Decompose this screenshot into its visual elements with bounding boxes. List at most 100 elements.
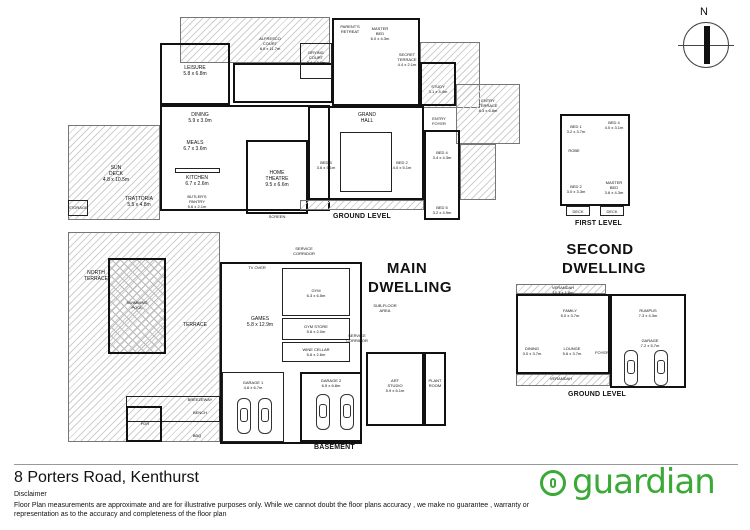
car-icon <box>258 398 272 434</box>
property-address: 8 Porters Road, Kenthurst <box>14 469 199 486</box>
second-dwelling-label: SECOND DWELLING <box>562 241 646 277</box>
room-label-gl-lounge: LOUNGE 5.6 x 3.7m <box>562 346 582 356</box>
room-label-gym: GYM 6.3 x 6.5m <box>306 288 326 298</box>
garage-1 <box>222 372 284 442</box>
room-label-gl-verandah2: VERANDAH <box>549 376 573 381</box>
gl-main-block <box>516 294 610 374</box>
kitchen-bench <box>175 168 220 173</box>
room-label-master: MASTER BED 6.0 x 4.3m <box>370 26 390 41</box>
room-label-garage2: GARAGE 2 6.5 x 6.8m <box>320 378 342 388</box>
room-label-butlers: BUTLER'S PANTRY 5.6 x 2.1m <box>187 194 207 209</box>
study-room <box>420 62 456 106</box>
room-label-dining: DINING 5.9 x 3.0m <box>188 112 212 124</box>
room-label-north-terrace: NORTH TERRACE <box>84 270 108 282</box>
bedroom-terrace <box>460 144 496 200</box>
room-label-bed4: BED 4 3.4 x 4.3m <box>432 150 452 160</box>
room-label-gl-garage: GARAGE 7.2 x 5.7m <box>640 338 660 348</box>
keyhole-logo-icon <box>540 470 566 496</box>
room-label-entry-terrace: ENTRY TERRACE 8.3 x 6.8m <box>478 98 498 113</box>
room-label-gl-rumpus: RUMPUS 7.3 x 4.3m <box>638 308 658 318</box>
car-icon <box>624 350 638 386</box>
room-label-pdr: PDR <box>140 421 150 426</box>
disclaimer-text: Floor Plan measurements are approximate … <box>14 502 530 518</box>
room-label-garage1: GARAGE 1 4.6 x 6.7m <box>242 380 264 390</box>
room-label-leisure: LEISURE 5.8 x 6.8m <box>183 65 207 77</box>
first-level-block <box>560 114 630 206</box>
room-label-games: GAMES 5.8 x 12.9m <box>246 316 274 328</box>
gym-room <box>282 268 350 316</box>
room-label-alfresco: ALFRESCO COURT 8.0 x 11.7m <box>259 36 281 51</box>
room-label-fl-bed1: BED 1 3.2 x 3.7m <box>566 124 586 134</box>
room-label-sun-deck: SUN DECK 4.8 x 10.5m <box>102 165 130 183</box>
main-dwelling-label: MAIN DWELLING <box>368 260 452 296</box>
room-label-bbq: BBQ <box>192 433 202 438</box>
basement-label: BASEMENT <box>314 444 355 451</box>
room-label-sub-floor: SUB-FLOOR AREA <box>373 303 397 313</box>
room-label-gl-verandah: VERANDAH 10.3 x 1.8m <box>551 285 575 295</box>
pdr-room <box>126 406 162 442</box>
room-label-terrace: TERRACE <box>183 322 207 328</box>
room-label-bed5: BED 5 3.2 x 4.9m <box>432 205 452 215</box>
home-theatre-room <box>246 140 308 214</box>
first-level-label: FIRST LEVEL <box>575 220 622 227</box>
compass-north-label: N <box>700 6 708 18</box>
room-label-pool: SWIMMING POOL <box>126 300 148 310</box>
front-verandah <box>300 200 424 210</box>
bedroom-wing <box>308 106 424 200</box>
room-label-secret-terrace: SECRET TERRACE 4.4 x 2.1m <box>397 52 417 67</box>
room-label-gl-foyer: FOYER <box>595 350 609 355</box>
room-label-art-studio: ART STUDIO 5.9 x 6.1m <box>385 378 405 393</box>
storage-room <box>68 200 88 216</box>
room-label-bed3: BED 3 3.6 x 5.1m <box>316 160 336 170</box>
main-living-block <box>160 105 330 211</box>
north-compass: N <box>678 6 734 68</box>
sun-deck <box>68 125 160 220</box>
room-label-parents: PARENT'S RETREAT <box>340 24 360 34</box>
room-label-fl-robe: ROBE <box>568 148 580 153</box>
room-label-theatre: HOME THEATRE 9.5 x 6.6m <box>265 170 289 188</box>
floor-plan: LEISURE 5.8 x 6.8m ALFRESCO COURT 8.0 x … <box>68 6 734 451</box>
car-icon <box>654 350 668 386</box>
disclaimer-title: Disclaimer <box>14 491 47 498</box>
drying-court <box>300 43 332 79</box>
art-studio <box>366 352 424 426</box>
room-label-breezeway: BREEZEWAY <box>187 397 213 402</box>
gl-rumpus-garage <box>610 294 686 388</box>
ensuite-block <box>340 132 392 192</box>
brand-logo: guardian <box>540 462 740 502</box>
room-label-fl-deck2: DECK <box>606 209 618 214</box>
room-label-gl-family: FAMILY 5.0 x 3.7m <box>560 308 580 318</box>
gl-verandah <box>516 284 606 294</box>
second-ground-level-label: GROUND LEVEL <box>568 391 627 398</box>
gl-verandah-2 <box>516 374 610 386</box>
room-label-fl-deck1: DECK <box>572 209 584 214</box>
bed-4-5-block <box>424 130 460 220</box>
car-icon <box>237 398 251 434</box>
room-label-fl-master: MASTER BED 3.6 x 4.3m <box>604 180 624 195</box>
room-label-entry-foyer: ENTRY FOYER <box>432 116 446 126</box>
fl-deck-2 <box>600 206 624 216</box>
swimming-pool <box>108 258 166 354</box>
room-label-gl-dining: DINING 3.0 x 3.7m <box>522 346 542 356</box>
room-label-gym-store: GYM STORE 5.6 x 2.0m <box>304 324 328 334</box>
room-label-fl-bed4: BED 4 4.0 x 3.1m <box>604 120 624 130</box>
room-label-trattoria: TRATTORIA 5.5 x 4.8m <box>125 196 153 208</box>
alfresco-court-area <box>180 17 330 63</box>
room-label-study: STUDY 3.1 x 4.4m <box>428 84 448 94</box>
wine-cellar <box>282 342 350 362</box>
room-label-service-corridor: SERVICE CORRIDOR <box>293 246 315 256</box>
room-label-kitchen: KITCHEN 6.7 x 2.6m <box>185 175 209 187</box>
room-label-grand-hall: GRAND HALL <box>357 112 377 124</box>
north-arrow-icon <box>704 26 710 64</box>
room-label-meals: MEALS 6.7 x 3.6m <box>183 140 207 152</box>
room-label-bench: BENCH <box>192 410 207 415</box>
car-icon <box>316 394 330 430</box>
leisure-room <box>160 43 230 105</box>
master-suite <box>332 18 420 106</box>
plant-room <box>424 352 446 426</box>
entry-terrace <box>456 84 520 144</box>
garage-2 <box>300 372 362 442</box>
gym-store <box>282 318 350 340</box>
fl-deck-1 <box>566 206 590 216</box>
footer-divider <box>14 464 738 465</box>
